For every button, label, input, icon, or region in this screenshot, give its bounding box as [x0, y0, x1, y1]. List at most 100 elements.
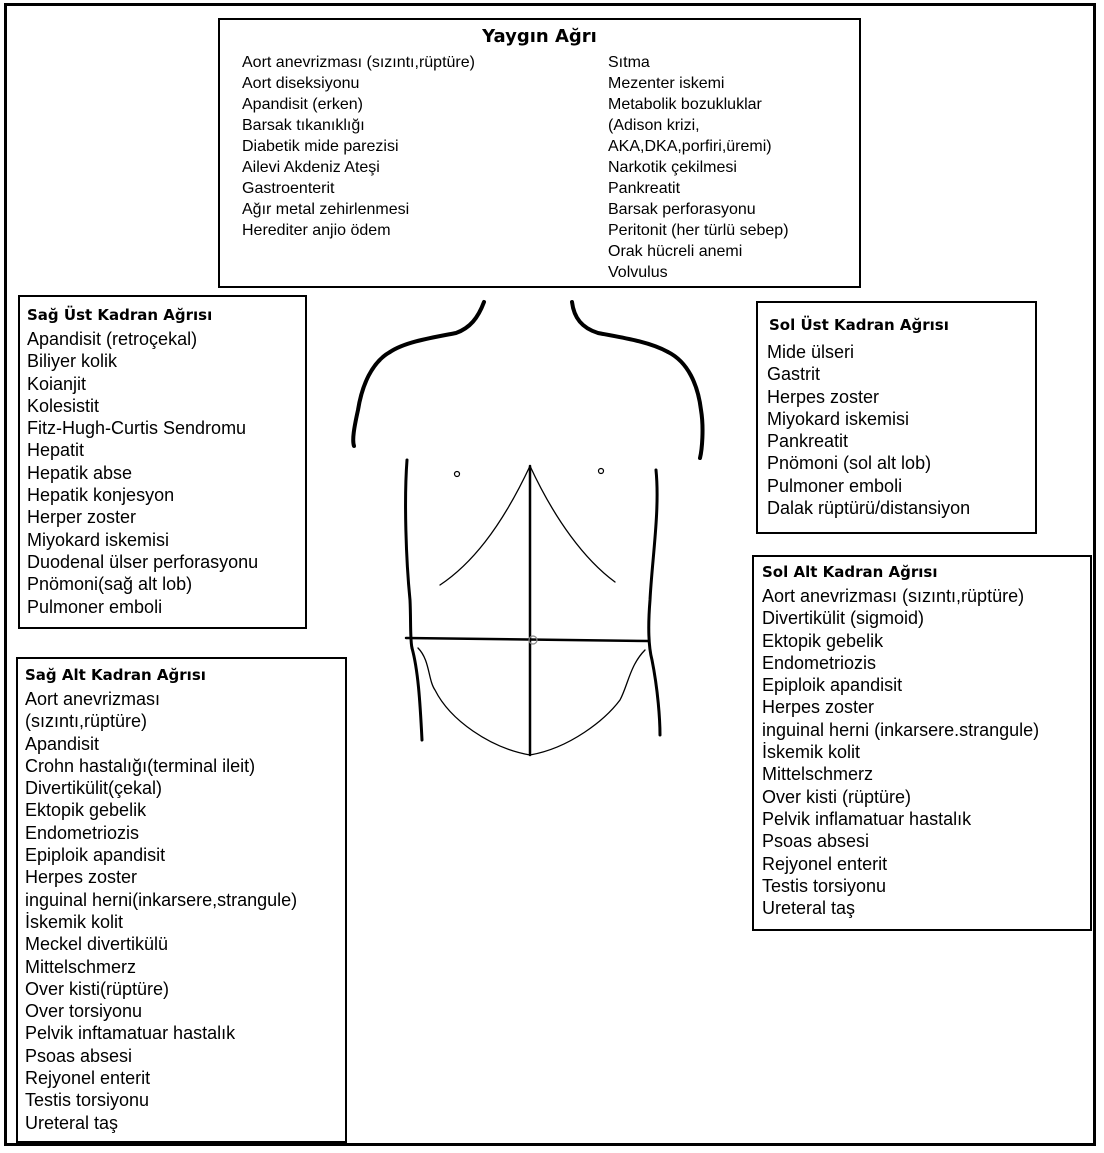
list-item: (Adison krizi, — [608, 115, 789, 136]
torso-side-right — [649, 470, 660, 735]
list-item: Pelvik inflamatuar hastalık — [762, 808, 1090, 830]
neck-left — [390, 302, 484, 352]
list-item: Pnömoni(sağ alt lob) — [27, 573, 305, 595]
list-item: Ektopik gebelik — [25, 799, 345, 821]
list-item: Pulmoner emboli — [767, 475, 1035, 497]
list-item: Mide ülseri — [767, 341, 1035, 363]
nipple-right — [599, 469, 604, 474]
list-item: Epiploik apandisit — [25, 844, 345, 866]
list-item: (sızıntı,rüptüre) — [25, 710, 345, 732]
list-item: Miyokard iskemisi — [27, 529, 305, 551]
left-upper-quadrant-title: Sol Üst Kadran Ağrısı — [769, 316, 1035, 341]
list-item: Kolesistit — [27, 395, 305, 417]
list-item: Duodenal ülser perforasyonu — [27, 551, 305, 573]
list-item: Pankreatit — [608, 178, 789, 199]
neck-right — [572, 302, 668, 352]
nipple-left — [455, 472, 460, 477]
list-item: Gastrit — [767, 363, 1035, 385]
ribcage-line — [440, 466, 615, 585]
list-item: Dalak rüptürü/distansiyon — [767, 497, 1035, 519]
list-item: Orak hücreli anemi — [608, 241, 789, 262]
list-item: Hepatik konjesyon — [27, 484, 305, 506]
list-item: Divertikülit(çekal) — [25, 777, 345, 799]
list-item: Endometriozis — [762, 652, 1090, 674]
list-item: Rejyonel enterit — [25, 1067, 345, 1089]
list-item: Miyokard iskemisi — [767, 408, 1035, 430]
list-item: Metabolik bozukluklar — [608, 94, 789, 115]
diffuse-pain-box: Yaygın Ağrı Aort anevrizması (sızıntı,rü… — [218, 18, 861, 288]
list-item: İskemik kolit — [762, 741, 1090, 763]
list-item: Aort anevrizması (sızıntı,rüptüre) — [242, 52, 475, 73]
list-item: Herpes zoster — [762, 696, 1090, 718]
right-upper-quadrant-title: Sağ Üst Kadran Ağrısı — [27, 306, 305, 328]
list-item: Barsak perforasyonu — [608, 199, 789, 220]
right-lower-quadrant-title: Sağ Alt Kadran Ağrısı — [25, 666, 345, 688]
list-item: Hepatik abse — [27, 462, 305, 484]
right-lower-quadrant-box: Sağ Alt Kadran Ağrısı Aort anevrizması(s… — [16, 657, 347, 1143]
list-item: inguinal herni(inkarsere,strangule) — [25, 889, 345, 911]
list-item: Diabetik mide parezisi — [242, 136, 475, 157]
list-item: AKA,DKA,porfiri,üremi) — [608, 136, 789, 157]
list-item: Sıtma — [608, 52, 789, 73]
list-item: Ureteral taş — [762, 897, 1090, 919]
list-item: Pulmoner emboli — [27, 596, 305, 618]
right-lower-quadrant-list: Aort anevrizması(sızıntı,rüptüre)Apandis… — [25, 688, 345, 1134]
list-item: Aort anevrizması — [25, 688, 345, 710]
list-item: Apandisit (retroçekal) — [27, 328, 305, 350]
right-upper-quadrant-box: Sağ Üst Kadran Ağrısı Apandisit (retroçe… — [18, 295, 307, 629]
list-item: Mezenter iskemi — [608, 73, 789, 94]
list-item: Pelvik inftamatuar hastalık — [25, 1022, 345, 1044]
list-item: Barsak tıkanıklığı — [242, 115, 475, 136]
list-item: Over kisti (rüptüre) — [762, 786, 1090, 808]
list-item: Volvulus — [608, 262, 789, 283]
list-item: Ektopik gebelik — [762, 630, 1090, 652]
list-item: Herpes zoster — [767, 386, 1035, 408]
list-item: Mittelschmerz — [762, 763, 1090, 785]
torso-side-left — [406, 460, 412, 648]
list-item: inguinal herni (inkarsere.strangule) — [762, 719, 1090, 741]
list-item: Peritonit (her türlü sebep) — [608, 220, 789, 241]
list-item: Herediter anjio ödem — [242, 220, 475, 241]
list-item: Narkotik çekilmesi — [608, 157, 789, 178]
list-item: Aort anevrizması (sızıntı,rüptüre) — [762, 585, 1090, 607]
arm-left — [353, 352, 390, 446]
list-item: Testis torsiyonu — [762, 875, 1090, 897]
list-item: Psoas absesi — [762, 830, 1090, 852]
diffuse-pain-title: Yaygın Ağrı — [220, 26, 859, 50]
list-item: Ailevi Akdeniz Ateşi — [242, 157, 475, 178]
list-item: Herper zoster — [27, 506, 305, 528]
list-item: Over kisti(rüptüre) — [25, 978, 345, 1000]
list-item: Ağır metal zehirlenmesi — [242, 199, 475, 220]
list-item: Over torsiyonu — [25, 1000, 345, 1022]
torso-drawing — [340, 290, 760, 770]
list-item: Apandisit — [25, 733, 345, 755]
list-item: Gastroenterit — [242, 178, 475, 199]
list-item: İskemik kolit — [25, 911, 345, 933]
arm-right — [668, 352, 703, 458]
list-item: Psoas absesi — [25, 1045, 345, 1067]
list-item: Herpes zoster — [25, 866, 345, 888]
list-item: Pnömoni (sol alt lob) — [767, 452, 1035, 474]
list-item: Crohn hastalığı(terminal ileit) — [25, 755, 345, 777]
left-lower-quadrant-list: Aort anevrizması (sızıntı,rüptüre)Divert… — [762, 585, 1090, 919]
list-item: Biliyer kolik — [27, 350, 305, 372]
list-item: Meckel divertikülü — [25, 933, 345, 955]
list-item: Mittelschmerz — [25, 956, 345, 978]
list-item: Fitz-Hugh-Curtis Sendromu — [27, 417, 305, 439]
list-item: Testis torsiyonu — [25, 1089, 345, 1111]
list-item: Koianjit — [27, 373, 305, 395]
list-item: Divertikülit (sigmoid) — [762, 607, 1090, 629]
list-item: Aort diseksiyonu — [242, 73, 475, 94]
list-item: Pankreatit — [767, 430, 1035, 452]
list-item: Rejyonel enterit — [762, 853, 1090, 875]
list-item: Endometriozis — [25, 822, 345, 844]
list-item: Hepatit — [27, 439, 305, 461]
left-lower-quadrant-title: Sol Alt Kadran Ağrısı — [762, 563, 1090, 585]
left-lower-quadrant-box: Sol Alt Kadran Ağrısı Aort anevrizması (… — [752, 555, 1092, 931]
diffuse-pain-list-left: Aort anevrizması (sızıntı,rüptüre)Aort d… — [242, 52, 475, 241]
abdomen-outline — [418, 648, 645, 755]
